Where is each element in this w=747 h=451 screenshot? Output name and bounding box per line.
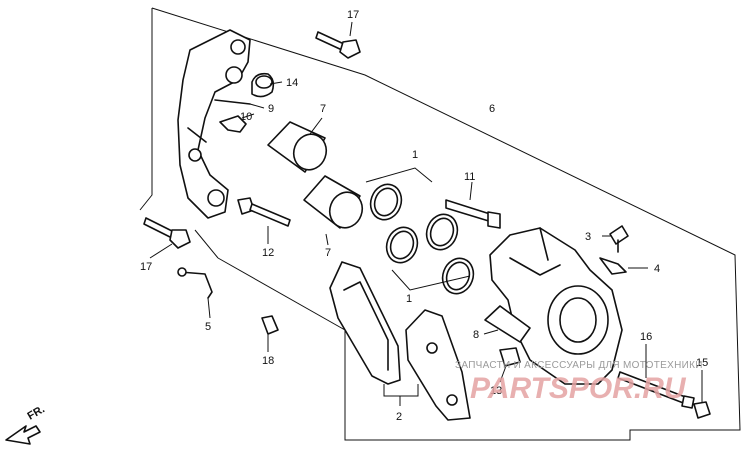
plug-13 — [499, 347, 521, 367]
callout-9: 9 — [268, 103, 274, 115]
watermark-tagline: ЗАПЧАСТИ И АКСЕССУАРЫ ДЛЯ МОТОТЕХНИКИ — [455, 360, 703, 371]
piston-seals-1 — [365, 167, 475, 295]
callout-7-upper: 7 — [320, 103, 326, 115]
pad-pin-16 — [617, 371, 695, 409]
bolt-17-left — [143, 217, 191, 249]
callout-18: 18 — [262, 355, 274, 367]
caliper-bracket — [177, 29, 251, 219]
leader-lines — [149, 21, 703, 406]
pin-plug-15 — [693, 401, 711, 419]
pin-boot-9 — [214, 99, 251, 105]
front-direction-arrow: FR. — [5, 403, 47, 445]
brake-pad-2-inner — [405, 309, 471, 421]
callout-5: 5 — [205, 321, 211, 333]
slide-pin-12 — [237, 197, 291, 227]
callout-3: 3 — [585, 231, 591, 243]
callout-15: 15 — [696, 357, 708, 369]
boot-14 — [251, 72, 275, 98]
bleeder-cap-4 — [599, 257, 627, 275]
callout-7-lower: 7 — [325, 247, 331, 259]
assembly-frame — [139, 7, 741, 441]
piston-7-upper — [267, 121, 328, 173]
direction-label: FR. — [26, 403, 47, 422]
callout-6: 6 — [489, 103, 495, 115]
bolt-18 — [261, 315, 279, 335]
watermark-brand: PARTSPOR.RU — [470, 372, 687, 405]
watermark: ЗАПЧАСТИ И АКСЕССУАРЫ ДЛЯ МОТОТЕХНИКИ PA… — [455, 360, 703, 405]
callout-numbers: 17 14 9 10 7 6 1 11 3 4 7 12 17 5 1 8 18… — [140, 9, 708, 423]
pad-spring-5 — [177, 267, 213, 299]
pad-plate-8 — [484, 305, 531, 343]
callout-17-left: 17 — [140, 261, 152, 273]
callout-14: 14 — [286, 77, 298, 89]
bleeder-3 — [609, 225, 629, 253]
callout-2: 2 — [396, 411, 402, 423]
callout-10: 10 — [240, 111, 252, 123]
bolt-17-top — [315, 31, 361, 59]
pad-clip-10 — [219, 115, 247, 133]
callout-1-upper: 1 — [412, 149, 418, 161]
callout-13: 13 — [490, 385, 502, 397]
callout-1-lower: 1 — [406, 293, 412, 305]
slide-pin-11 — [445, 199, 501, 229]
callout-16: 16 — [640, 331, 652, 343]
callout-8: 8 — [473, 329, 479, 341]
callout-11: 11 — [464, 171, 475, 183]
callout-17-top: 17 — [347, 9, 359, 21]
piston-7-lower — [303, 175, 364, 229]
caliper-body — [489, 227, 623, 385]
callout-4: 4 — [654, 263, 660, 275]
callout-12: 12 — [262, 247, 274, 259]
brake-pad-2-outer — [329, 261, 401, 385]
